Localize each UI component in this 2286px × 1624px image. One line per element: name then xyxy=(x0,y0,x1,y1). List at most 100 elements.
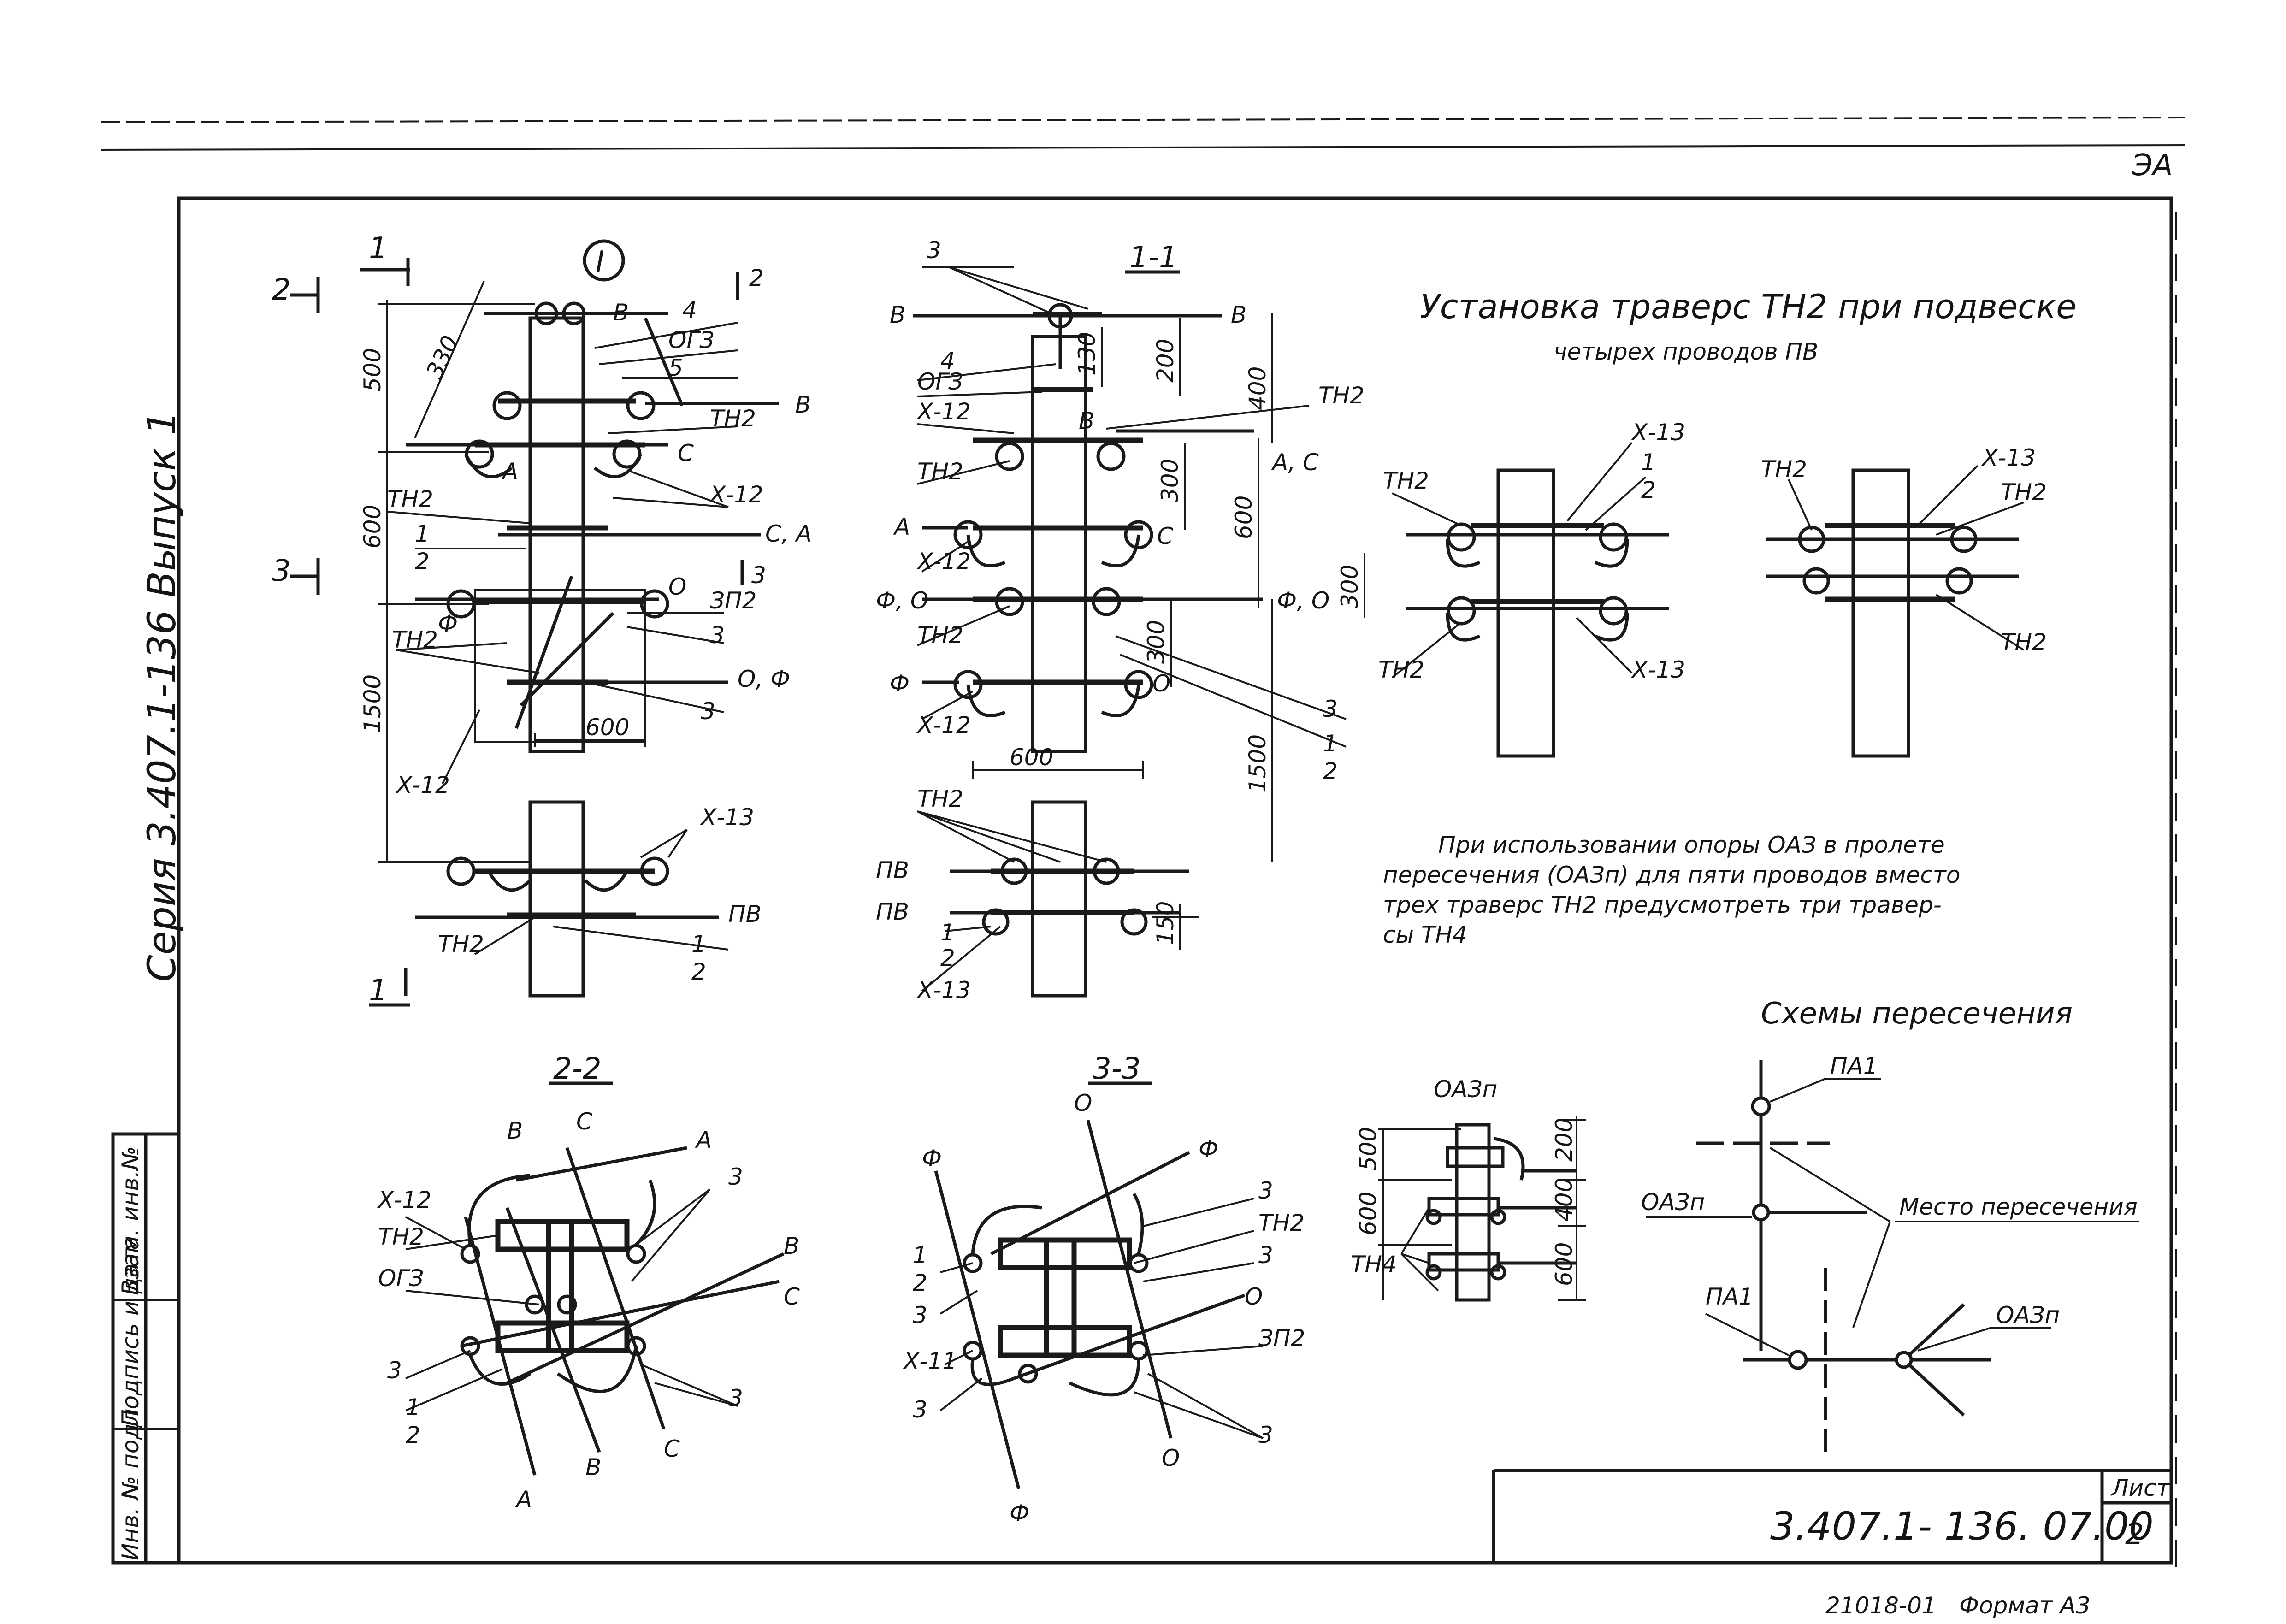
section-1-1-title: 1-1 xyxy=(1129,241,1178,275)
section-3-3-title: 3-3 xyxy=(1093,1052,1141,1086)
lbl-x12-b: Х-12 xyxy=(916,548,971,575)
detail-x13-b: Х-13 xyxy=(1630,656,1685,683)
crossing-oazp-right: ОАЗп xyxy=(1996,1302,2060,1329)
crossing-scheme: Схемы пересечения ПА1 ОАЗп М xyxy=(1641,997,2139,1452)
wire-b-mid: В xyxy=(1079,407,1094,434)
s22-wire-b-right: В xyxy=(784,1233,799,1259)
dim-150: 150 xyxy=(1152,901,1179,945)
heading-line-2: четырех проводов ПВ xyxy=(1554,338,1818,365)
wire-pv-2: ПВ xyxy=(876,898,909,925)
stamp-sign-date: Подпись и дата xyxy=(117,1236,144,1427)
lbl-4: 4 xyxy=(682,297,697,324)
heading-line-1: Установка траверс ТН2 при подвеске xyxy=(1420,287,2077,326)
oazp-view: ОАЗп 200 500 400 xyxy=(1351,1076,1586,1302)
s33-wire-o-bottom: О xyxy=(1162,1445,1180,1471)
oazp-dim-600-left: 600 xyxy=(1355,1192,1382,1235)
oazp-pole xyxy=(1455,1123,1491,1302)
stamp-replaced-inv: Взам. инв.№ xyxy=(117,1146,144,1295)
lbl-5: 5 xyxy=(668,354,683,381)
wire-fo-right: Ф, О xyxy=(1277,587,1329,614)
oazp-dim-200: 200 xyxy=(1551,1118,1577,1162)
lbl-th2-mid: ТН2 xyxy=(387,486,433,513)
cut3: 3 xyxy=(272,554,291,588)
s22-wire-b-top: В xyxy=(507,1117,523,1144)
s33-lbl-3-b: 3 xyxy=(1258,1242,1273,1269)
s33-wire-f-bottom: Ф xyxy=(1010,1500,1029,1527)
crossing-title: Схемы пересечения xyxy=(1761,997,2073,1031)
node-label: I xyxy=(596,245,604,279)
dim-130: 130 xyxy=(1074,332,1100,376)
lbl-4: 4 xyxy=(940,348,955,374)
s33-lbl-x11: Х-11 xyxy=(902,1348,957,1375)
cut1-top: 1 xyxy=(369,231,388,266)
detail-1: 1 xyxy=(1641,449,1656,476)
section-3-3: 3-3 xyxy=(902,1052,1305,1527)
stamp-inv-no: Инв. № подл. xyxy=(117,1401,144,1560)
s33-lbl-3-e: 3 xyxy=(1258,1422,1273,1448)
lbl-1-bottom: 1 xyxy=(691,931,706,957)
wire-f: Ф xyxy=(890,670,910,697)
s22-lbl-th2: ТН2 xyxy=(378,1223,424,1250)
title-block: 3.407.1- 136. 07.00 Лист 2 xyxy=(1492,1469,2171,1563)
detail-pole-a xyxy=(1496,468,1555,758)
s33-lbl-th2: ТН2 xyxy=(1258,1210,1305,1236)
wire-a: А xyxy=(501,458,518,485)
lbl-x12-a: Х-12 xyxy=(916,398,971,425)
lbl-x12-low: Х-12 xyxy=(395,772,450,798)
wire-ca: С, А xyxy=(765,520,812,547)
wire-b-left: В xyxy=(890,301,905,328)
pole-lower xyxy=(528,800,585,998)
main-view: 500 600 1500 600 330 I 1 2 3 1 2 3 В 4 О… xyxy=(272,231,812,1008)
detail-x13-c: Х-13 xyxy=(1981,444,2036,471)
detail-th2-e: ТН2 xyxy=(2001,629,2047,656)
detail-pole-b xyxy=(1851,468,1910,758)
detail-x13-a: Х-13 xyxy=(1630,419,1685,446)
wire-b-right: В xyxy=(1231,301,1246,328)
lbl-1: 1 xyxy=(415,520,430,547)
footer-format: Формат А3 xyxy=(1959,1592,2091,1619)
s22-lbl-2: 2 xyxy=(406,1422,420,1448)
wire-ac: А, С xyxy=(1271,449,1319,476)
s33-wire-o-right: О xyxy=(1245,1283,1263,1310)
dim-330: 330 xyxy=(421,331,464,383)
s22-wire-a-top: А xyxy=(695,1127,712,1153)
drawing-code: 3.407.1- 136. 07.00 xyxy=(1770,1504,2154,1549)
s33-lbl-2: 2 xyxy=(913,1270,927,1296)
series-label: Серия 3.407.1-136 Выпуск 1 xyxy=(139,411,184,982)
dim-200: 200 xyxy=(1152,339,1179,383)
s22-wire-c-right: С xyxy=(784,1283,800,1310)
wire-o: О xyxy=(1152,670,1170,697)
oazp-th4: ТН4 xyxy=(1351,1251,1397,1278)
section-2-2-title: 2-2 xyxy=(553,1052,602,1086)
detail-th2-d: ТН2 xyxy=(2001,479,2047,506)
lbl-3-top: 3 xyxy=(927,237,941,264)
wire-pv: ПВ xyxy=(728,901,762,927)
heading-block: Установка траверс ТН2 при подвеске четыр… xyxy=(1420,287,2077,365)
oazp-dim-500: 500 xyxy=(1355,1127,1382,1171)
lbl-3-a: 3 xyxy=(710,622,725,649)
wire-c: С xyxy=(678,440,694,467)
lbl-th2-right: ТН2 xyxy=(1318,382,1365,409)
lbl-x13: Х-13 xyxy=(699,804,754,831)
dim-600: 600 xyxy=(359,505,386,549)
crossarm-outline xyxy=(474,589,646,743)
note-line-1: При использовании опоры ОАЗ в пролете xyxy=(1438,832,1945,858)
wire-of: О, Ф xyxy=(738,666,790,692)
detail-th2-a: ТН2 xyxy=(1383,467,1429,494)
lbl-1-right: 1 xyxy=(1323,730,1338,757)
lbl-x12-c: Х-12 xyxy=(916,712,971,738)
lbl-th2-low: ТН2 xyxy=(392,626,438,653)
pole-1-1-lower xyxy=(1031,800,1087,998)
footer-order: 21018-01 xyxy=(1825,1592,1937,1619)
lbl-zp2: ЗП2 xyxy=(710,587,756,614)
dim-500: 500 xyxy=(359,348,386,392)
wire-c: С xyxy=(1157,523,1173,549)
crossing-pa1-bottom: ПА1 xyxy=(1706,1283,1754,1310)
section-1-1: 1-1 xyxy=(876,237,1365,1004)
wire-b-top: В xyxy=(613,299,629,326)
s22-lbl-3-c: 3 xyxy=(728,1385,743,1411)
oazp-dim-400: 400 xyxy=(1551,1178,1577,1222)
lbl-2-bottom: 2 xyxy=(691,958,706,985)
s22-lbl-3-b: 3 xyxy=(387,1357,402,1384)
